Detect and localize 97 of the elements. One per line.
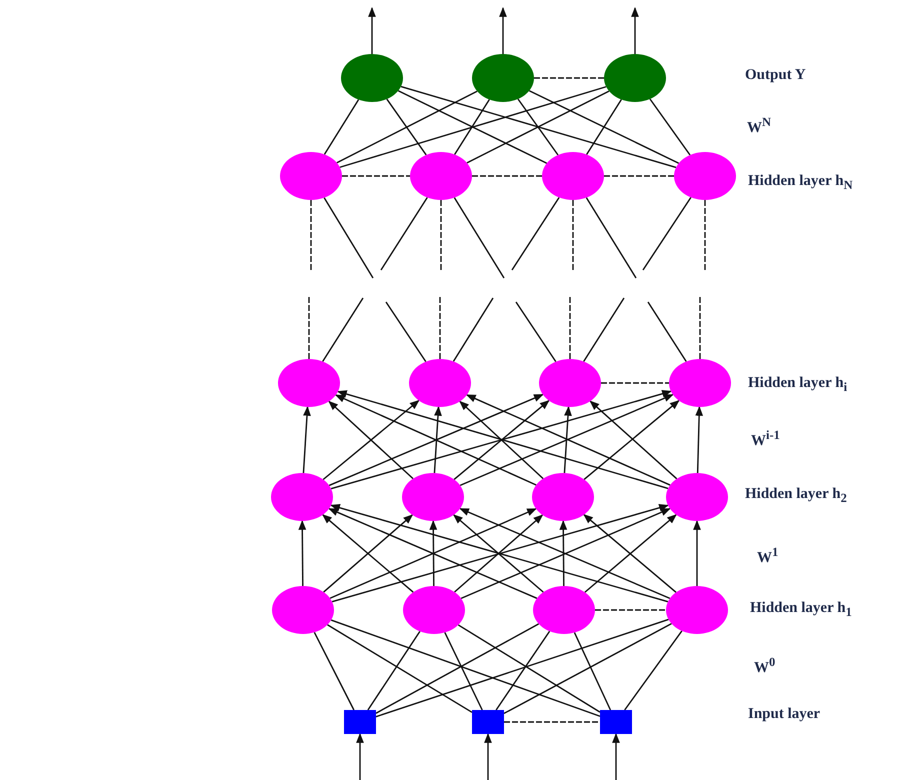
connection-line xyxy=(534,77,604,79)
layer-label: Output Y xyxy=(745,66,806,84)
neuron-circle xyxy=(278,359,340,407)
layer-label: Hidden layer h$_{i}$ xyxy=(748,374,848,396)
connection-line xyxy=(434,406,442,474)
neuron-circle xyxy=(669,359,731,407)
connection-line xyxy=(454,99,490,155)
arrow xyxy=(631,7,639,54)
connection-line xyxy=(376,618,669,718)
connection-line xyxy=(586,99,622,155)
layer-label: Hidden layer h$_{2}$ xyxy=(745,485,847,507)
connection-line xyxy=(330,619,600,717)
connection-line xyxy=(699,297,701,359)
arrow xyxy=(612,733,620,780)
weight-label: W$^{1}$ xyxy=(757,544,778,567)
connection-line xyxy=(342,175,410,177)
neuron-circle xyxy=(410,152,472,200)
connection-line xyxy=(574,632,612,710)
neuron-circle xyxy=(674,152,736,200)
connection-line xyxy=(586,197,637,278)
connection-line xyxy=(515,302,556,362)
connection-line xyxy=(324,197,374,278)
input-square xyxy=(600,710,632,734)
connection-line xyxy=(604,175,674,177)
connection-line xyxy=(398,90,548,164)
connection-line xyxy=(367,630,420,710)
neuron-circle xyxy=(472,54,534,102)
connection-line xyxy=(380,197,428,270)
connection-line xyxy=(440,200,442,272)
connection-line xyxy=(569,297,571,359)
connection-line xyxy=(314,632,355,710)
connection-line xyxy=(704,200,706,272)
neuron-circle xyxy=(539,359,601,407)
connection-line xyxy=(504,721,600,723)
connection-line xyxy=(572,200,574,272)
connection-line xyxy=(324,99,360,155)
neuron-circle xyxy=(533,586,595,634)
connection-line xyxy=(308,297,310,359)
connection-line xyxy=(624,630,682,710)
neuron-circle xyxy=(280,152,342,200)
connection-line xyxy=(458,624,600,713)
connection-line xyxy=(642,196,692,270)
weight-label: W$^{0}$ xyxy=(754,654,776,677)
connection-line xyxy=(439,297,441,359)
neuron-circle xyxy=(271,473,333,521)
connection-line xyxy=(472,175,542,177)
neuron-circle xyxy=(666,586,728,634)
connection-line xyxy=(327,624,472,713)
neuron-circle xyxy=(402,473,464,521)
neuron-circle xyxy=(532,473,594,521)
connection-line xyxy=(452,298,494,362)
layer-label: Hidden layer h$_{1}$ xyxy=(750,599,852,621)
neuron-circle xyxy=(409,359,471,407)
connection-line xyxy=(496,630,550,710)
connection-line xyxy=(559,520,568,586)
connection-line xyxy=(444,632,483,710)
connection-line xyxy=(511,197,560,270)
weight-label: W$^{N}$ xyxy=(747,114,772,137)
connection-line xyxy=(564,406,572,474)
connection-line xyxy=(302,406,311,474)
connection-line xyxy=(466,90,610,164)
connection-line xyxy=(517,98,559,156)
connection-line xyxy=(429,520,438,586)
connection-line xyxy=(693,520,701,586)
neuron-circle xyxy=(341,54,403,102)
connection-line xyxy=(454,197,505,278)
neuron-circle xyxy=(542,152,604,200)
neuron-circle xyxy=(403,586,465,634)
connection-line xyxy=(528,90,680,164)
connection-line xyxy=(298,520,306,586)
arrow xyxy=(499,7,507,54)
neuron-circle xyxy=(666,473,728,521)
input-square xyxy=(344,710,376,734)
connection-line xyxy=(376,623,540,714)
connection-line xyxy=(504,623,672,714)
connection-line xyxy=(647,302,687,362)
connection-line xyxy=(340,86,606,168)
connection-line xyxy=(595,609,666,611)
connection-line xyxy=(649,98,691,156)
connection-line xyxy=(386,98,427,156)
neuron-circle xyxy=(272,586,334,634)
arrow xyxy=(356,733,364,780)
connection-line xyxy=(400,86,676,168)
arrow xyxy=(484,733,492,780)
arrow xyxy=(368,7,376,54)
connection-line xyxy=(601,382,669,384)
neuron-circle xyxy=(604,54,666,102)
input-square xyxy=(472,710,504,734)
connection-line xyxy=(385,302,426,362)
connection-line xyxy=(322,298,364,362)
connection-line xyxy=(336,90,478,164)
connection-line xyxy=(583,298,625,362)
connection-line xyxy=(695,406,704,474)
connection-line xyxy=(310,200,312,272)
layer-label: Input layer xyxy=(748,705,820,723)
layer-label: Hidden layer h$_{N}$ xyxy=(748,172,853,194)
weight-label: W$^{i-1}$ xyxy=(751,427,780,450)
